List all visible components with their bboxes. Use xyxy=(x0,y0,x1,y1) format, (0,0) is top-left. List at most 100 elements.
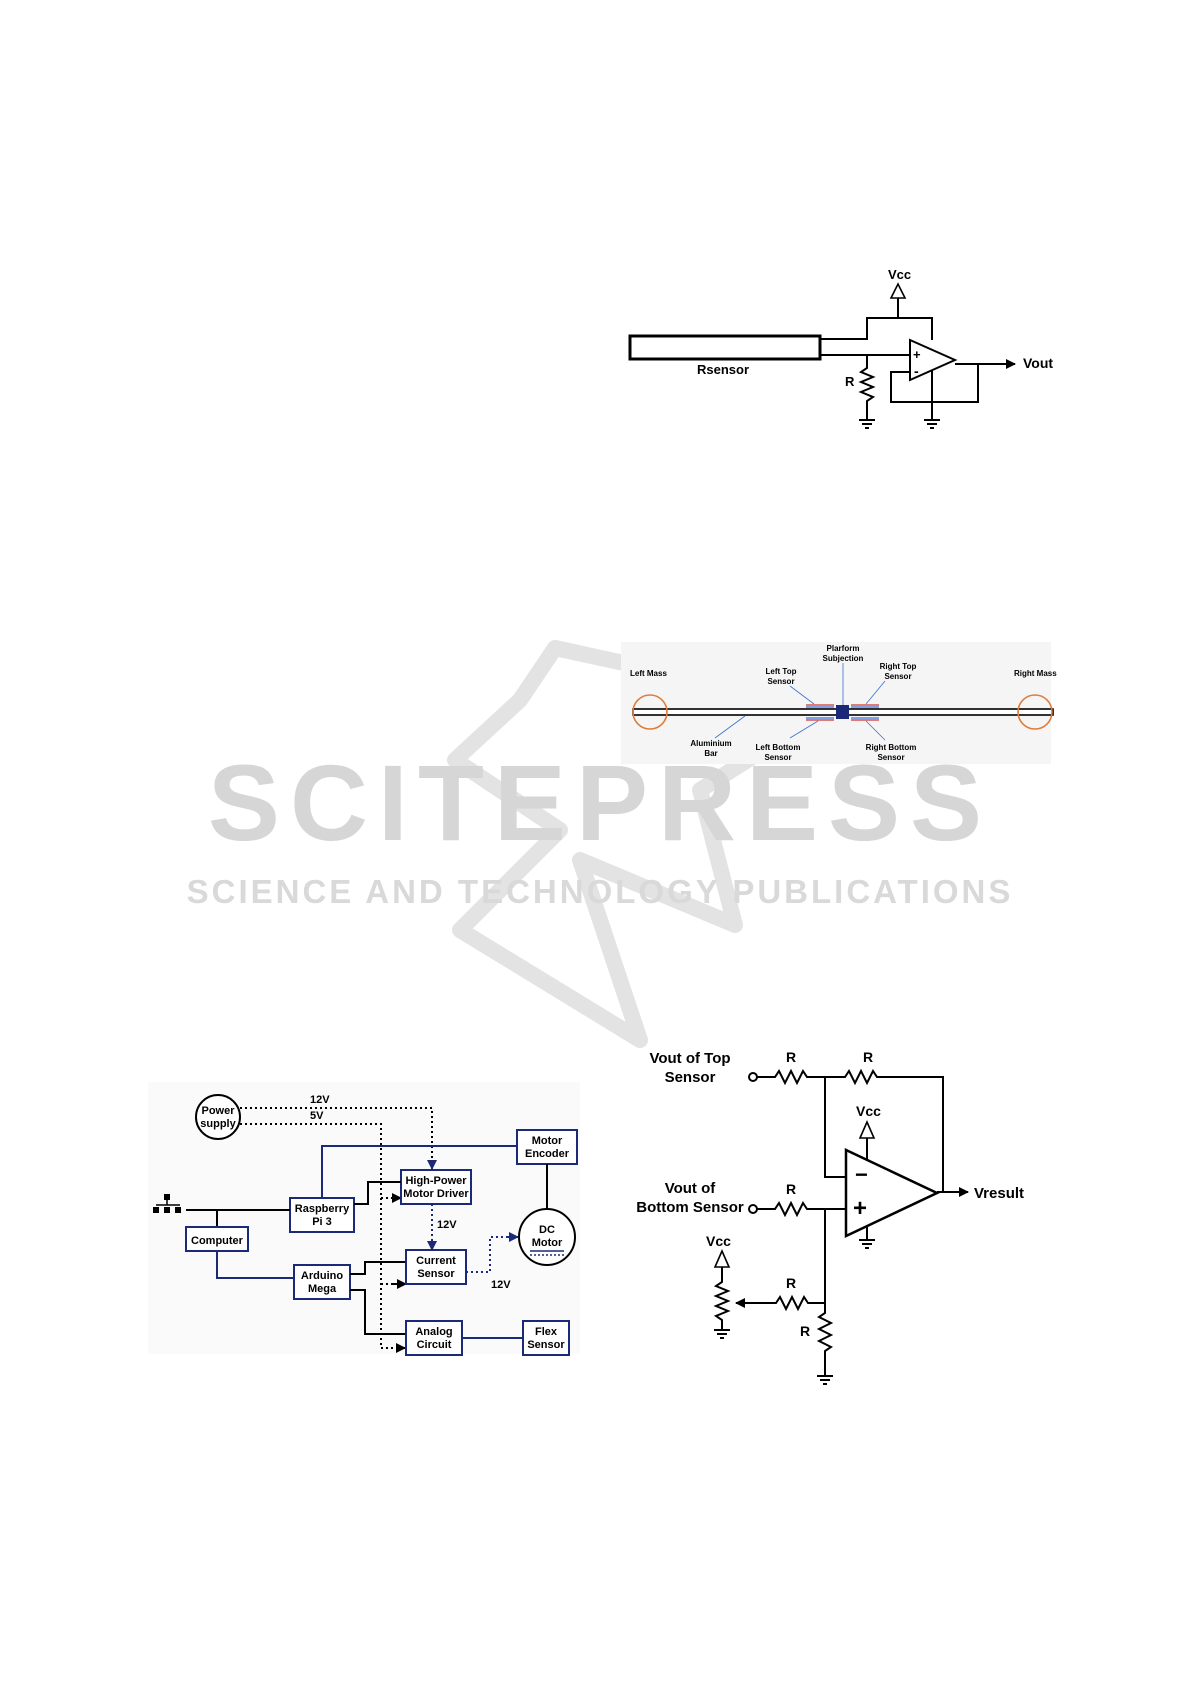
opamp-plus: + xyxy=(913,347,921,362)
motor-encoder-label-1: Motor xyxy=(532,1135,563,1147)
left-bottom-sensor xyxy=(806,717,834,721)
arduino-label-1: Arduino xyxy=(301,1270,343,1282)
motor-encoder-block xyxy=(516,1129,578,1165)
top-input-label-2: Sensor xyxy=(665,1069,716,1086)
current-sensor-block xyxy=(405,1249,467,1285)
top-input-resistor xyxy=(757,1068,825,1086)
aluminium-label-1: Aluminium xyxy=(690,739,731,748)
right-top-label-1: Right Top xyxy=(880,662,917,671)
diff-vcc-symbol xyxy=(858,1120,876,1139)
arduino-to-analog xyxy=(350,1289,406,1335)
platform-label-1: Plarform xyxy=(827,644,860,653)
right-top-sensor xyxy=(851,704,879,708)
flex-sensor-block xyxy=(522,1320,570,1356)
bottom-input-label-2: Bottom Sensor xyxy=(636,1199,744,1216)
current-12v-label: 12V xyxy=(491,1279,511,1291)
bottom-input-terminal xyxy=(748,1204,758,1214)
platform-label-2: Subjection xyxy=(823,654,864,663)
power-supply-node xyxy=(195,1094,241,1140)
raspberry-pi-block xyxy=(289,1197,355,1233)
computer-block xyxy=(185,1226,249,1252)
pot-vcc-label: Vcc xyxy=(706,1233,731,1249)
power-12v-label: 12V xyxy=(310,1094,330,1106)
bottom-input-resistor-label: R xyxy=(786,1181,796,1197)
dc-motor-label-2: Motor xyxy=(532,1237,563,1249)
reference-resistor xyxy=(745,1294,825,1312)
analog-circuit-label-1: Analog xyxy=(415,1326,452,1338)
vresult-label: Vresult xyxy=(974,1185,1024,1202)
potentiometer xyxy=(713,1267,731,1330)
diff-amp-figure: Vout of Top Sensor R R − + Vcc Vresult V… xyxy=(636,1049,1024,1385)
vcc-label: Vcc xyxy=(888,267,911,282)
raspberry-pi-label-2: Pi 3 xyxy=(312,1216,332,1228)
watermark-subtitle: SCIENCE AND TECHNOLOGY PUBLICATIONS xyxy=(187,873,1014,910)
aluminium-label-2: Bar xyxy=(704,749,717,758)
pot-vcc-symbol xyxy=(713,1249,731,1268)
left-top-sensor xyxy=(806,704,834,708)
ground-icon xyxy=(924,419,940,429)
inverting-input-wire xyxy=(824,1077,846,1178)
arduino-label-2: Mega xyxy=(308,1283,337,1295)
divider-resistor-label: R xyxy=(800,1323,810,1339)
arduino-to-current xyxy=(350,1261,406,1275)
current-sensor-label-2: Sensor xyxy=(417,1268,455,1280)
driver-12v-label: 12V xyxy=(437,1219,457,1231)
vout-label: Vout xyxy=(1023,355,1053,371)
motor-driver-label-1: High-Power xyxy=(405,1175,467,1187)
current-sensor-label-1: Current xyxy=(416,1255,456,1267)
bottom-input-label-1: Vout of xyxy=(665,1180,717,1197)
motor-encoder-label-2: Encoder xyxy=(525,1148,570,1160)
current-to-motor-line xyxy=(466,1236,508,1273)
left-top-label-1: Left Top xyxy=(766,667,797,676)
right-mass xyxy=(1017,694,1053,730)
left-bottom-label-2: Sensor xyxy=(764,753,791,762)
opamp-feedback xyxy=(890,364,979,403)
resistor-r xyxy=(858,355,876,420)
power-5v-line xyxy=(240,1123,400,1349)
analog-circuit-label-2: Circuit xyxy=(417,1339,452,1351)
divider-resistor xyxy=(816,1303,834,1376)
right-bottom-label-1: Right Bottom xyxy=(866,743,917,752)
reference-resistor-label: R xyxy=(786,1275,796,1291)
power-12v-line xyxy=(240,1107,433,1163)
resistor-r-label: R xyxy=(845,374,855,389)
computer-to-arduino xyxy=(216,1251,294,1279)
top-input-resistor-label: R xyxy=(786,1049,796,1065)
left-top-label-2: Sensor xyxy=(767,677,794,686)
dc-motor-label-1: DC xyxy=(539,1224,555,1236)
vcc-symbol xyxy=(889,282,907,299)
top-input-terminal xyxy=(748,1072,758,1082)
ground-icon xyxy=(714,1329,730,1339)
bottom-input-resistor xyxy=(757,1200,846,1218)
flex-sensor-label-2: Sensor xyxy=(527,1339,565,1351)
power-5v-label: 5V xyxy=(310,1110,324,1122)
power-supply-label-1: Power xyxy=(201,1105,235,1117)
raspberry-pi-label-1: Raspberry xyxy=(295,1203,350,1215)
block-diagram-figure: Power supply 12V 5V Motor Encoder High-P… xyxy=(148,1082,580,1356)
right-bottom-sensor xyxy=(851,717,879,721)
rsensor-bar xyxy=(628,334,822,361)
diff-vcc-label: Vcc xyxy=(856,1103,881,1119)
bar-figure: Left Mass Right Mass Plarform Subjection… xyxy=(621,642,1057,764)
sensor-circuit-figure: Rsensor Vcc R + - Vout xyxy=(628,267,1053,429)
right-top-label-2: Sensor xyxy=(884,672,911,681)
diff-opamp-plus: + xyxy=(853,1195,867,1222)
rsensor-label: Rsensor xyxy=(697,362,749,377)
rpi-to-driver xyxy=(354,1181,401,1205)
left-mass-label: Left Mass xyxy=(630,669,667,678)
feedback-resistor-label: R xyxy=(863,1049,873,1065)
right-mass-label: Right Mass xyxy=(1014,669,1057,678)
ground-icon xyxy=(859,419,875,429)
feedback-resistor xyxy=(825,1068,944,1192)
flex-sensor-label-1: Flex xyxy=(535,1326,558,1338)
sensor-wire-top xyxy=(820,317,933,340)
platform-subjection xyxy=(836,705,849,719)
power-supply-label-2: supply xyxy=(200,1118,236,1130)
opamp-minus: - xyxy=(914,363,919,379)
computer-label: Computer xyxy=(191,1235,244,1247)
left-bottom-label-1: Left Bottom xyxy=(756,743,801,752)
right-bottom-label-2: Sensor xyxy=(877,753,904,762)
arduino-block xyxy=(293,1264,351,1300)
encoder-to-rpi xyxy=(321,1145,517,1198)
